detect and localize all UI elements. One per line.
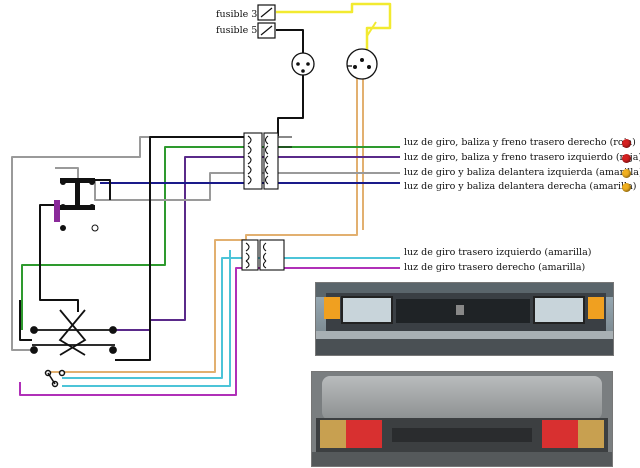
flasher-unit bbox=[346, 48, 378, 80]
circuit-label-2: luz de giro, baliza y freno trasero izqu… bbox=[404, 152, 640, 163]
rear-connector bbox=[241, 239, 285, 271]
circuit-label-5: luz de giro trasero izquierdo (amarilla) bbox=[404, 247, 592, 258]
yellow-feed-tip bbox=[366, 21, 377, 37]
fuse-5-label: fusible 5 bbox=[216, 25, 258, 36]
cyan-wire-b bbox=[62, 250, 231, 387]
gray-wire-c bbox=[55, 167, 79, 178]
yellow-feed-wire bbox=[276, 2, 392, 50]
black-fuse5-wire bbox=[276, 29, 304, 55]
lamp-indicator-red-1 bbox=[622, 139, 631, 148]
hazard-switch bbox=[54, 178, 99, 232]
circuit-label-3: luz de giro y baliza delantera izquierda… bbox=[404, 167, 640, 178]
black-relay-wire bbox=[277, 75, 304, 136]
lamp-indicator-amber-2 bbox=[622, 183, 631, 192]
main-connector bbox=[243, 132, 292, 190]
fuse-3-label: fusible 3 bbox=[216, 9, 258, 20]
fuse-3 bbox=[257, 4, 276, 21]
fuse-5 bbox=[257, 22, 276, 39]
gray-wire-b bbox=[11, 136, 245, 351]
circuit-label-1: luz de giro, baliza y freno trasero dere… bbox=[404, 137, 636, 148]
lamp-indicator-amber-1 bbox=[622, 169, 631, 178]
black-wire-c bbox=[39, 204, 79, 312]
circuit-label-4: luz de giro y baliza delantera derecha (… bbox=[404, 181, 637, 192]
lamp-indicator-red-2 bbox=[622, 154, 631, 163]
gray-wire-a bbox=[94, 172, 400, 201]
rear-car-photo bbox=[311, 371, 613, 467]
black-wire-d bbox=[19, 300, 32, 341]
black-wire-b bbox=[90, 179, 111, 200]
turn-signal-switch bbox=[30, 309, 117, 356]
magenta-wire bbox=[19, 267, 400, 396]
black-wire-a bbox=[115, 136, 245, 361]
circuit-label-6: luz de giro trasero derecho (amarilla) bbox=[404, 262, 586, 273]
tan-flasher-wire-a bbox=[245, 78, 358, 240]
front-car-photo bbox=[315, 282, 614, 356]
brake-switch bbox=[44, 369, 66, 388]
cyan-wire bbox=[62, 257, 400, 379]
hazard-relay bbox=[291, 52, 315, 76]
tan-wire-low bbox=[48, 239, 246, 373]
